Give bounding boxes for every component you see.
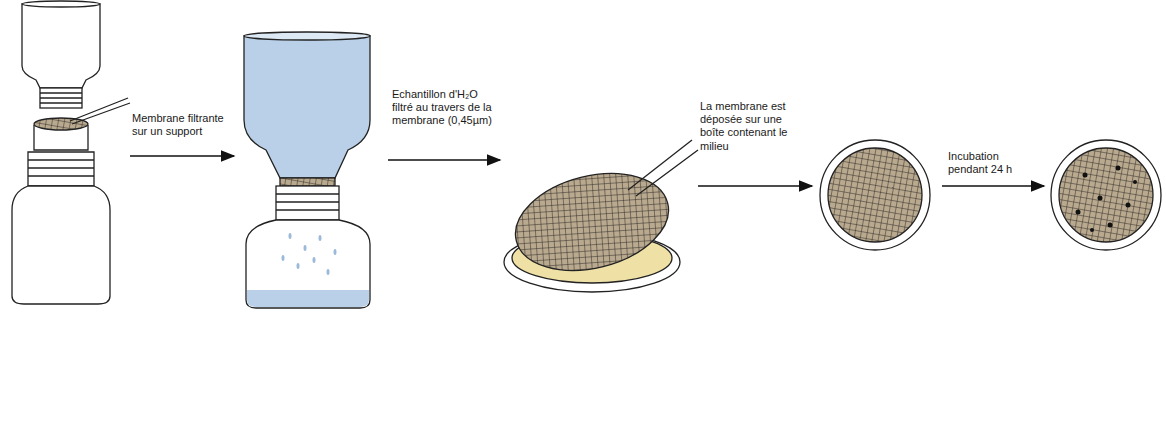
step-label: Membrane filtrante sur un support (132, 112, 232, 138)
funnel-rim (244, 32, 370, 40)
thread (40, 93, 82, 103)
petri-dish (820, 140, 930, 250)
filter-membrane (505, 158, 679, 285)
base-bottle (12, 186, 110, 304)
drops (282, 233, 337, 275)
bottle-collar (28, 152, 94, 186)
filter-membrane (280, 178, 335, 186)
funnel-rim (22, 1, 100, 7)
step-arrow (388, 159, 500, 161)
receiver-bottle (246, 220, 370, 308)
colonies (1076, 166, 1138, 233)
filter-membrane (828, 148, 922, 242)
funnel-top (22, 4, 100, 88)
step-arrow (942, 185, 1044, 187)
filter-membrane (34, 118, 88, 130)
forceps (70, 98, 130, 124)
thread (276, 194, 339, 210)
thread (28, 160, 94, 176)
petri-dish (1051, 140, 1161, 250)
step-arrow (130, 155, 234, 157)
funnel-neck (40, 88, 82, 108)
filtrate (247, 290, 369, 307)
step-label: Echantillon d'H₂O filtré au travers de l… (392, 88, 496, 128)
bottle-collar (276, 186, 339, 220)
forceps (628, 140, 698, 196)
step-arrow (698, 185, 812, 187)
step-label: La membrane est déposée sur une boîte co… (700, 100, 800, 153)
filled-funnel (244, 36, 370, 178)
filter-membrane (1059, 148, 1153, 242)
step-label: Incubation pendant 24 h (948, 150, 1038, 176)
